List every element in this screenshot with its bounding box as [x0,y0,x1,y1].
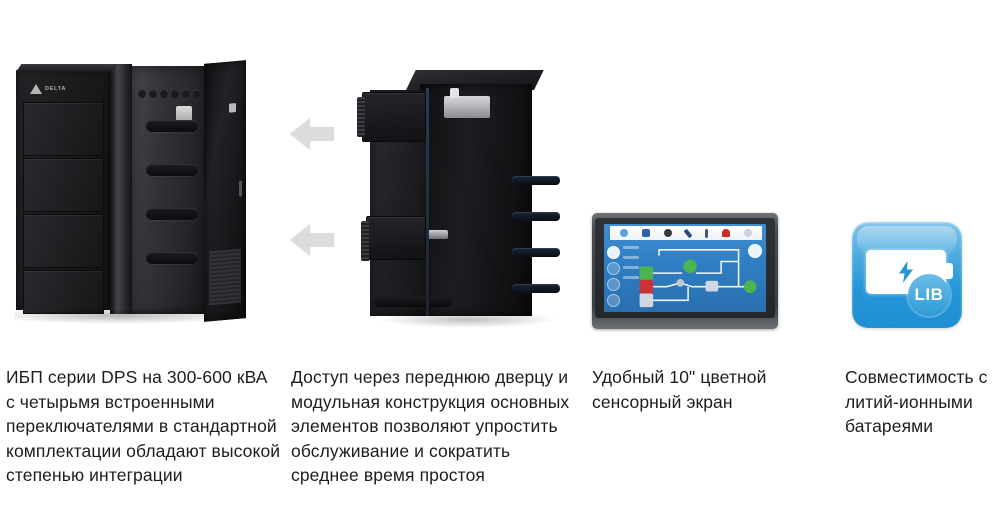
feature-caption-ups-series-dps: ИБП серии DPS на 300-600 кВА с четырьмя … [6,367,281,486]
delta-logo: DELTA [30,82,78,95]
power-module-slot [512,284,560,293]
feature-lithium-ion-compatible: LIB Совместимость с литий-ионными батаре… [840,0,1000,514]
module-handle [361,221,369,261]
cabinet-vertical-rail [426,88,429,316]
info-icon[interactable] [607,293,620,307]
ups-cabinet-open-door-photo: DELTA [0,0,285,355]
battery-icon[interactable] [607,261,620,275]
module-slot [146,164,198,176]
lightning-bolt-icon [898,261,914,283]
cabinet-interior [132,66,208,314]
lithium-ion-battery-icon: LIB [840,0,1000,355]
module-slot [146,252,198,264]
cabinet-shadow [14,310,246,324]
feature-touch-screen: Удобный 10" цветной сенсорный экран [585,0,840,514]
settings-gear-icon[interactable] [664,229,673,237]
cabinet-open-door [204,60,246,322]
cabinet-front-face: DELTA [16,70,110,314]
screen-sidebar[interactable] [606,244,621,308]
feature-caption-front-access-modular: Доступ через переднюю дверцу и модульная… [291,367,570,486]
touch-screen-display[interactable] [604,224,766,312]
module-slot [146,120,198,132]
ups-cabinet-illustration: DELTA [14,60,246,324]
power-module-slot [512,212,560,221]
lib-badge: LIB [908,274,950,316]
power-module-pulled-out [357,92,426,142]
cabinet-side-panel [420,84,560,316]
door-vent-panel [209,248,241,306]
arrow-left-icon [288,220,336,260]
feature-ups-series-dps: DELTA ИБП серии DPS на 300-600 кВА с чет… [0,0,285,514]
delta-triangle-icon [30,83,42,94]
power-module-slot [512,176,560,185]
battery-terminal-cap [945,263,953,279]
front-panel-section [23,102,104,156]
control-module [444,88,490,118]
module-rail [374,296,452,307]
screen-toolbar[interactable] [610,226,762,240]
module-slot [146,208,198,220]
wrench-icon[interactable] [684,228,693,238]
modular-cabinet-exploded-photo [285,0,585,355]
vent-holes-row [138,88,202,99]
thermometer-icon[interactable] [704,228,708,238]
feature-caption-lithium-ion-compatible: Совместимость с литий-ионными батареями [845,367,988,437]
cabinet-center-column [110,64,132,314]
battery-icon-tile: LIB [852,222,962,328]
single-line-mimic-diagram [622,244,762,310]
front-panel-section [23,214,104,268]
feature-front-access-modular: Доступ через переднюю дверцу и модульная… [285,0,585,514]
modular-cabinet-body [348,66,560,331]
front-panel-section [23,270,104,314]
screen-status-button[interactable] [748,244,762,258]
home-icon[interactable] [620,229,629,237]
cabinet-shadow [378,314,558,328]
power-module-slot [512,248,560,257]
screen-field-labels [623,246,645,279]
color-touch-panel-photo [585,0,840,355]
alarm-bell-icon[interactable] [721,229,730,237]
door-latch [229,103,236,113]
module-handle [357,97,365,137]
modular-cabinet-illustration [285,62,585,337]
mute-icon[interactable] [607,245,620,259]
lib-badge-label: LIB [914,285,944,304]
power-module-pulled-out [361,216,426,261]
delta-wordmark: DELTA [45,85,67,92]
touch-panel-device [592,213,778,329]
feature-caption-touch-screen: Удобный 10" цветной сенсорный экран [592,367,767,412]
logout-icon[interactable] [743,229,752,237]
door-handle [239,180,242,197]
front-panel-section [23,158,104,212]
help-icon[interactable] [607,277,620,291]
monitor-icon[interactable] [642,229,651,237]
arrow-left-icon [288,114,336,154]
